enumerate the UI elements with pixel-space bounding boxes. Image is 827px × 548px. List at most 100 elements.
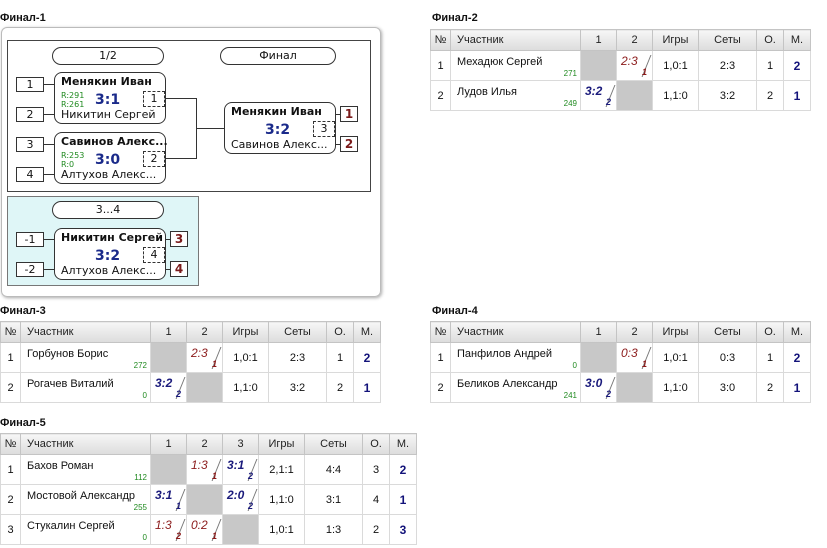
points-value: 2 — [362, 514, 390, 545]
column-header-opponent: 3 — [222, 433, 259, 455]
match-score: 1:3 — [155, 518, 172, 532]
final5-title: Финал-5 — [0, 417, 46, 429]
column-header-place: М. — [353, 321, 381, 343]
self-match-cell — [616, 80, 653, 111]
round-number: 2 — [175, 389, 181, 399]
self-match-cell — [186, 484, 223, 515]
column-header-opponent: 1 — [580, 29, 617, 51]
seed-number: 1 — [16, 77, 44, 92]
column-header-games: Игры — [222, 321, 269, 343]
match-score: 3:1 — [227, 458, 245, 472]
match-score: 0:3 — [621, 346, 638, 360]
participant-name: Рогачев Виталий — [27, 378, 114, 390]
match-score: 0:2 — [191, 518, 208, 532]
match-score: 2:0 — [227, 488, 245, 502]
player-name: Никитин Сергей — [61, 231, 163, 244]
round-number: 2 — [605, 97, 611, 107]
self-match-cell — [580, 50, 617, 81]
points-value: 4 — [362, 484, 390, 515]
round-number: 1 — [211, 471, 217, 481]
sets-value: 3:2 — [698, 80, 757, 111]
player-rating: R:261 — [61, 100, 85, 109]
sets-value: 4:4 — [304, 454, 363, 485]
match-box-third-place[interactable]: Никитин Сергей 3:2 4 Алтухов Алекс... — [54, 228, 166, 280]
match-score: 2:3 — [191, 346, 208, 360]
participant-rating: 112 — [134, 473, 147, 482]
column-header-sets: Сеты — [698, 29, 757, 51]
row-number: 1 — [430, 50, 451, 81]
match-box-semifinal-1[interactable]: Менякин Иван R:291 R:261 3:1 1 Никитин С… — [54, 72, 166, 124]
place-number: 4 — [170, 261, 188, 277]
self-match-cell — [186, 372, 223, 403]
place-value: 1 — [389, 484, 417, 515]
column-header-no: № — [430, 29, 451, 51]
self-match-cell — [222, 514, 259, 545]
match-number: 1 — [143, 91, 165, 107]
player-rating: R:253 — [61, 151, 85, 160]
column-header-place: М. — [389, 433, 417, 455]
participant-name: Бахов Роман — [27, 460, 94, 472]
match-score: 3:2 — [95, 248, 121, 264]
column-header-no: № — [430, 321, 451, 343]
round-number: 2 — [247, 501, 253, 511]
games-value: 1,1:0 — [222, 372, 269, 403]
column-header-points: О. — [362, 433, 390, 455]
row-number: 1 — [430, 342, 451, 373]
round-number: 1 — [641, 67, 647, 77]
round-number: 2 — [247, 471, 253, 481]
games-value: 1,1:0 — [258, 484, 305, 515]
seed-number: 3 — [16, 137, 44, 152]
match-box-final[interactable]: Менякин Иван 3:2 3 Савинов Алекс... — [224, 102, 336, 154]
participant-rating: 0 — [142, 533, 147, 542]
column-header-sets: Сеты — [268, 321, 327, 343]
match-box-semifinal-2[interactable]: Савинов Алекс... R:253 R:0 3:0 2 Алтухов… — [54, 132, 168, 184]
points-value: 1 — [756, 50, 784, 81]
player-name: Алтухов Алекс... — [61, 264, 157, 277]
place-value: 2 — [783, 342, 811, 373]
match-score: 3:2 — [265, 122, 291, 138]
participant-rating: 241 — [563, 391, 577, 400]
participant-cell[interactable]: Бахов Роман 112 — [20, 454, 151, 485]
points-value: 1 — [326, 342, 354, 373]
round-number: 1 — [175, 501, 181, 511]
column-header-player: Участник — [450, 29, 581, 51]
sets-value: 2:3 — [268, 342, 327, 373]
participant-rating: 272 — [133, 361, 147, 370]
column-header-player: Участник — [20, 433, 151, 455]
match-score: 3:2 — [585, 84, 603, 98]
match-score: 3:0 — [585, 376, 603, 390]
games-value: 1,1:0 — [652, 80, 699, 111]
column-header-no: № — [0, 433, 21, 455]
